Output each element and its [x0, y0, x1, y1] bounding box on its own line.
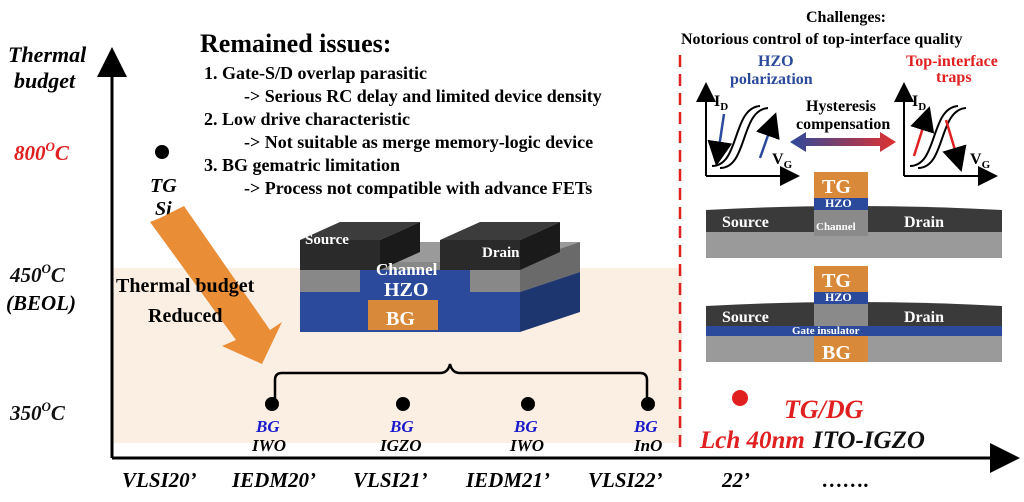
cs2-drain: Drain — [904, 309, 944, 326]
hzo-pol-1: HZO — [758, 53, 794, 70]
arrow-label-2: Reduced — [148, 305, 222, 327]
issue-3-head: 3. BG gematric limitation — [204, 155, 400, 175]
tick-800: 800OC — [14, 139, 70, 165]
bracket — [273, 363, 649, 398]
device-source: Source — [305, 232, 349, 248]
vg-left: VG — [772, 151, 793, 171]
cs2-source: Source — [722, 309, 769, 326]
vg-right: VG — [970, 151, 991, 171]
device-drain: Drain — [482, 245, 520, 261]
cross-section-tg — [706, 172, 1002, 258]
point-bg-1 — [265, 397, 279, 411]
bg-3-mat: IWO — [509, 436, 544, 455]
x-label-vlsi20: VLSI20’ — [122, 468, 197, 492]
x-label-vlsi22: VLSI22’ — [588, 468, 663, 492]
point-bg-4 — [641, 397, 655, 411]
issue-1-detail: -> Serious RC delay and limited device d… — [244, 86, 602, 106]
y-axis-title-2: budget — [14, 68, 76, 93]
hysteresis-2: compensation — [796, 116, 890, 133]
point-bg-2 — [396, 397, 410, 411]
cs2-insulator: Gate insulator — [792, 325, 860, 337]
iv-plot-left — [696, 82, 800, 186]
bg-2-gate: BG — [389, 417, 414, 436]
bg-4-mat: InO — [633, 436, 662, 455]
y-axis-title-1: Thermal — [8, 42, 87, 67]
issue-2-detail: -> Not suitable as merge memory-logic de… — [244, 132, 593, 152]
bg-1-mat: IWO — [251, 436, 286, 455]
x-label-22: 22’ — [721, 468, 750, 492]
hysteresis-arrow — [790, 132, 896, 152]
tick-450: 450OC — [9, 261, 66, 287]
issues-title: Remained issues: — [200, 29, 391, 58]
tick-450-beol: (BEOL) — [6, 291, 76, 315]
bg-2-mat: IGZO — [379, 436, 422, 455]
traps-1: Top-interface — [906, 53, 998, 70]
bg-3-gate: BG — [513, 417, 538, 436]
device-bg: BG — [386, 308, 415, 330]
hzo-pol-2: polarization — [730, 71, 813, 88]
cs1-hzo: HZO — [825, 196, 852, 210]
device-channel: Channel — [376, 260, 438, 279]
x-label-iedm20: IEDM20’ — [231, 468, 316, 492]
cs2-bg: BG — [822, 342, 851, 364]
point-this-work — [732, 390, 748, 406]
cs2-hzo: HZO — [825, 290, 852, 304]
issue-2-head: 2. Low drive characteristic — [204, 109, 410, 129]
cross-section-dg — [706, 266, 1002, 362]
x-label-iedm21: IEDM21’ — [465, 468, 550, 492]
id-left: ID — [714, 93, 728, 113]
point-tg-si — [155, 145, 169, 159]
bg-1-gate: BG — [255, 417, 280, 436]
tick-350: 350OC — [9, 399, 66, 425]
cs1-tg: TG — [822, 176, 851, 198]
challenges-title: Challenges: — [806, 9, 886, 26]
device-3d — [300, 222, 580, 332]
x-label-vlsi21: VLSI21’ — [353, 468, 428, 492]
x-label-more: ……. — [822, 468, 869, 492]
device-hzo: HZO — [384, 279, 428, 301]
id-right: ID — [912, 93, 926, 113]
reduced-arrow — [150, 206, 282, 364]
cs2-tg: TG — [822, 270, 851, 292]
point-bg-3 — [521, 397, 535, 411]
bg-4-gate: BG — [633, 417, 658, 436]
this-work-1: TG/DG — [784, 395, 864, 424]
traps-2: traps — [936, 69, 972, 86]
cs1-channel: Channel — [816, 221, 856, 233]
challenges-subtitle: Notorious control of top-interface quali… — [681, 31, 962, 48]
tg-label: TG — [150, 175, 177, 197]
issue-3-detail: -> Process not compatible with advance F… — [244, 178, 592, 198]
cs1-source: Source — [722, 214, 769, 231]
issue-1-head: 1. Gate-S/D overlap parasitic — [204, 63, 427, 83]
iv-plot-right — [894, 82, 998, 186]
cs1-drain: Drain — [904, 214, 944, 231]
arrow-label-1: Thermal budget — [116, 275, 255, 297]
hysteresis-1: Hysteresis — [806, 98, 876, 115]
